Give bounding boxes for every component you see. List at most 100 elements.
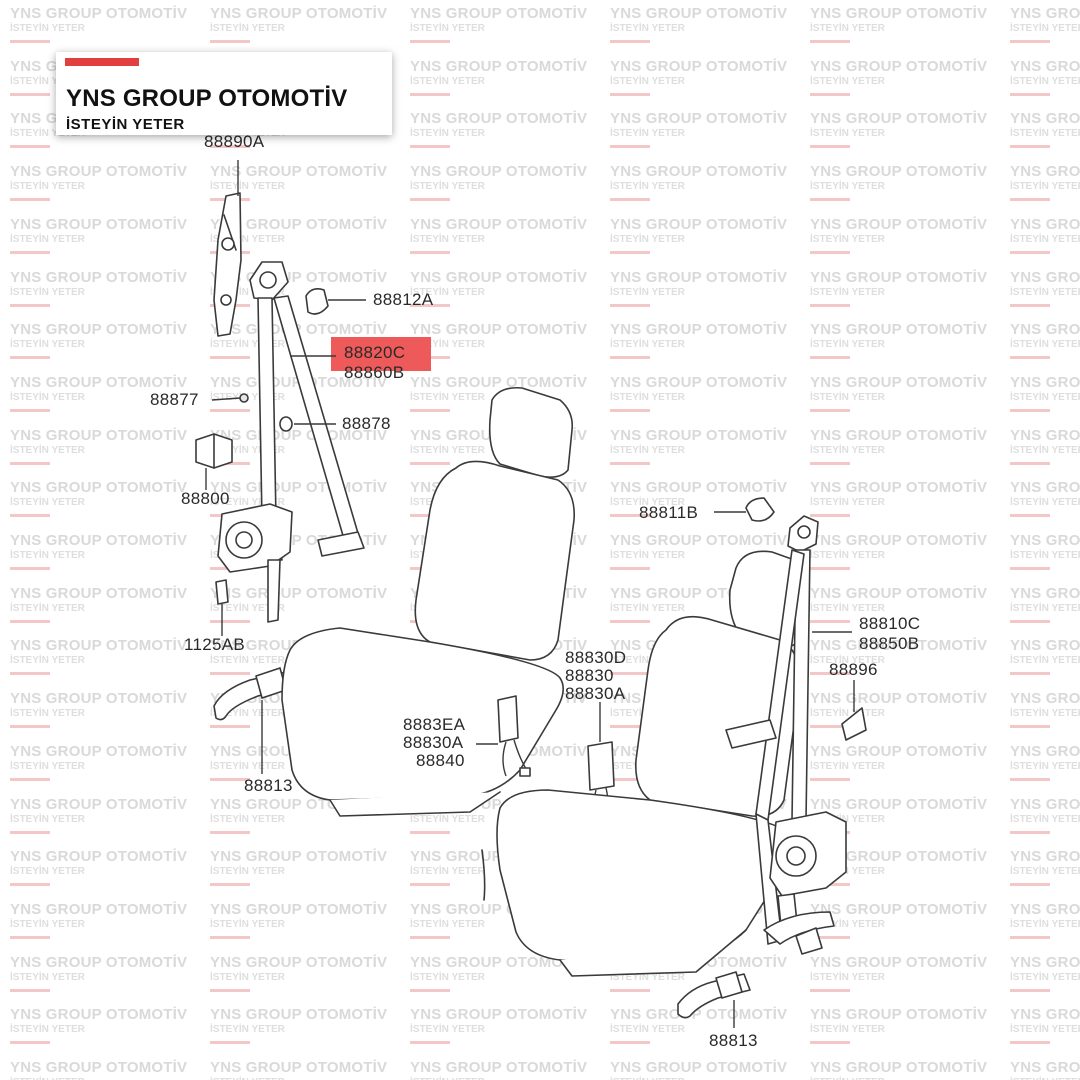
watermark-text: YNS GROUP OTOMOTİV <box>410 5 588 22</box>
watermark-text: YNS GROUP OTOMOTİV <box>410 953 588 971</box>
watermark-bar <box>610 408 650 412</box>
watermark-text: YNS GROUP OTOMOTİV <box>210 1059 388 1076</box>
watermark-subtext: İSTEYİN YETER <box>210 444 285 456</box>
watermark-text: YNS GROUP OTOMOTİV <box>210 584 388 602</box>
watermark-bar <box>610 567 650 570</box>
watermark-text: YNS GROUP OTOMOTİV <box>810 584 988 602</box>
watermark-bar <box>210 725 250 729</box>
watermark-subtext: İSTEYİN YETER <box>10 391 85 403</box>
watermark-bar <box>1010 883 1050 887</box>
watermark-bar <box>1010 619 1050 623</box>
watermark-bar <box>1010 250 1050 254</box>
brand-name: YNS GROUP OTOMOTİV <box>66 85 348 112</box>
watermark-bar <box>810 408 850 412</box>
watermark-bar <box>1010 672 1050 676</box>
brand-tagline: İSTEYİN YETER <box>66 116 185 133</box>
belt-webbing-right <box>755 549 811 945</box>
watermark-subtext: İSTEYİN YETER <box>810 444 885 456</box>
label-88830A-left: 88830A <box>403 733 464 752</box>
watermark-text: YNS GROUP OTOMOTİV <box>10 1006 188 1024</box>
watermark-subtext: İSTEYİN YETER <box>1010 813 1080 825</box>
watermark-bar <box>10 198 50 202</box>
watermark-bar <box>210 619 250 623</box>
label-88830: 88830 <box>565 666 614 685</box>
watermark-bar <box>810 725 850 729</box>
watermark-subtext: İSTEYİN YETER <box>610 655 685 667</box>
watermark-subtext: İSTEYİN YETER <box>410 128 485 140</box>
label-88850B: 88850B <box>859 634 920 653</box>
watermark-bar <box>810 250 850 254</box>
watermark-text: YNS GROUP OTOMOTİV <box>610 532 788 549</box>
watermark-bar <box>10 935 50 939</box>
watermark-bar <box>1010 1041 1050 1045</box>
watermark-text: YNS GROUP OTOMOTİV <box>1010 532 1080 549</box>
watermark-subtext: İSTEYİN YETER <box>810 286 885 298</box>
watermark-bar <box>1010 198 1050 202</box>
watermark-subtext: İSTEYİN YETER <box>1010 918 1080 930</box>
watermark-bar <box>810 567 850 570</box>
watermark-bar <box>210 40 250 43</box>
watermark-bar <box>10 777 50 781</box>
watermark-text: YNS GROUP OTOMOTİV <box>810 900 988 918</box>
watermark-text: YNS GROUP OTOMOTİV <box>810 163 988 181</box>
watermark-text: YNS GROUP OTOMOTİV <box>10 742 188 760</box>
label-88820C: 88820C <box>344 343 406 362</box>
watermark-bar <box>10 356 50 360</box>
watermark-text: YNS GROUP OTOMOTİV <box>210 953 388 971</box>
watermark-subtext: İSTEYİN YETER <box>210 708 285 720</box>
guide-loop-right <box>725 719 777 749</box>
watermark-subtext: İSTEYİN YETER <box>210 497 285 509</box>
label-88800: 88800 <box>181 489 230 508</box>
watermark-text: YNS GROUP OTOMOTİV <box>10 900 188 918</box>
watermark-bar <box>10 92 50 96</box>
label-88840: 88840 <box>416 751 465 770</box>
watermark-bar <box>610 40 650 43</box>
label-88890A: 88890A <box>204 132 265 151</box>
watermark-text: YNS GROUP OTOMOTİV <box>810 215 988 233</box>
watermark-bar <box>210 145 250 149</box>
watermark-subtext: İSTEYİN YETER <box>810 75 885 87</box>
watermark-text: YNS GROUP OTOMOTİV <box>810 742 988 760</box>
watermark-text: YNS GROUP OTOMOTİV <box>210 426 388 444</box>
watermark-subtext: İSTEYİN YETER <box>1010 181 1080 193</box>
part-highlight <box>331 337 431 371</box>
watermark-subtext: İSTEYİN YETER <box>1010 444 1080 456</box>
watermark-bar <box>410 935 450 939</box>
watermark-subtext: İSTEYİN YETER <box>810 233 885 245</box>
watermark-subtext: İSTEYİN YETER <box>1010 128 1080 140</box>
watermark-text: YNS GROUP OTOMOTİV <box>810 268 988 286</box>
watermark-subtext: İSTEYİN YETER <box>410 233 485 245</box>
watermark-bar <box>10 514 50 518</box>
watermark-bar <box>410 408 450 412</box>
watermark-bar <box>210 935 250 939</box>
watermark-text: YNS GROUP OTOMOTİV <box>810 795 988 813</box>
watermark-text: YNS GROUP OTOMOTİV <box>1010 215 1080 233</box>
watermark-subtext: İSTEYİN YETER <box>10 1077 85 1080</box>
watermark-text: YNS GROUP OTOMOTİV <box>1010 5 1080 22</box>
watermark-bar <box>210 672 250 676</box>
watermark-subtext: İSTEYİN YETER <box>810 1024 885 1036</box>
watermark-text: YNS GROUP OTOMOTİV <box>1010 1006 1080 1024</box>
watermark-subtext: İSTEYİN YETER <box>210 602 285 614</box>
watermark-subtext: İSTEYİN YETER <box>410 918 485 930</box>
watermark-subtext: İSTEYİN YETER <box>210 181 285 193</box>
